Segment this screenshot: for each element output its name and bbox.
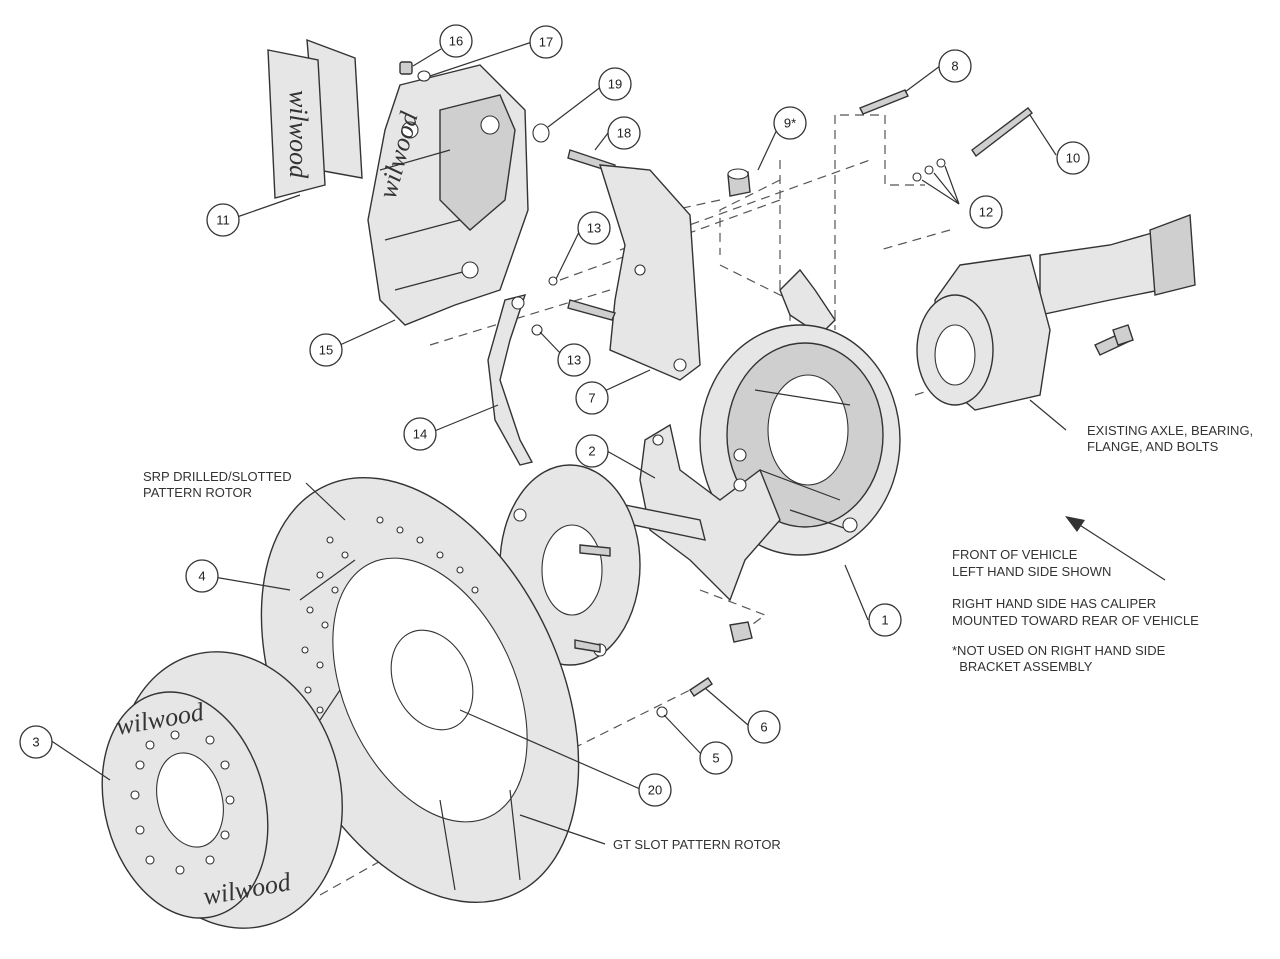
brake-pads: wilwood — [267, 38, 363, 199]
axle-label-2: FLANGE, AND BOLTS — [1087, 439, 1219, 454]
svg-text:19: 19 — [608, 77, 622, 92]
rotor-hat — [499, 464, 706, 666]
parking-brake-assembly — [699, 268, 901, 556]
spacer-bar — [487, 294, 534, 466]
callout-4: 4 — [185, 559, 219, 593]
callout-14: 14 — [403, 417, 437, 451]
leader-lines — [49, 41, 1067, 845]
axle-label-1: EXISTING AXLE, BEARING, — [1087, 423, 1253, 438]
callout-19: 19 — [598, 67, 632, 101]
rh-caliper-label-1: RIGHT HAND SIDE HAS CALIPER — [952, 596, 1156, 611]
callout-3: 3 — [19, 725, 53, 759]
callout-15: 15 — [309, 333, 343, 367]
front-arrow — [1065, 516, 1166, 581]
svg-text:15: 15 — [319, 343, 333, 358]
svg-text:1: 1 — [881, 613, 888, 628]
callout-6: 6 — [747, 710, 781, 744]
svg-text:20: 20 — [648, 783, 662, 798]
text-labels: SRP DRILLED/SLOTTED PATTERN ROTOR GT SLO… — [143, 423, 1253, 852]
callout-12: 12 — [969, 195, 1003, 229]
callout-16: 16 — [439, 24, 473, 58]
svg-text:11: 11 — [216, 213, 230, 228]
svg-text:8: 8 — [951, 59, 958, 74]
caliper: wilwood — [367, 64, 529, 326]
washer-13a — [548, 276, 558, 286]
front-label-1: FRONT OF VEHICLE — [952, 547, 1078, 562]
drum-holes — [130, 730, 235, 875]
svg-text:12: 12 — [979, 205, 993, 220]
callout-13b: 13 — [557, 343, 591, 377]
callouts: 1 2 3 4 5 6 7 8 9* 10 11 12 13 13 14 15 … — [19, 24, 1090, 807]
callout-5: 5 — [699, 741, 733, 775]
bolts-and-spacers — [727, 89, 1033, 197]
rh-caliper-label-2: MOUNTED TOWARD REAR OF VEHICLE — [952, 613, 1199, 628]
callout-1: 1 — [868, 603, 902, 637]
callout-11: 11 — [206, 203, 240, 237]
callout-17: 17 — [529, 25, 563, 59]
svg-text:14: 14 — [413, 427, 427, 442]
svg-text:16: 16 — [449, 34, 463, 49]
callout-18: 18 — [607, 116, 641, 150]
svg-text:2: 2 — [588, 444, 595, 459]
svg-text:17: 17 — [539, 35, 553, 50]
not-used-label-1: *NOT USED ON RIGHT HAND SIDE — [952, 643, 1166, 658]
svg-text:3: 3 — [32, 735, 39, 750]
srp-rotor-label-2: PATTERN ROTOR — [143, 485, 252, 500]
srp-rotor-label-1: SRP DRILLED/SLOTTED — [143, 469, 292, 484]
svg-text:13: 13 — [587, 221, 601, 236]
svg-text:13: 13 — [567, 353, 581, 368]
callout-2: 2 — [575, 434, 609, 468]
svg-text:7: 7 — [588, 391, 595, 406]
washer-13b — [531, 324, 543, 336]
callout-8: 8 — [938, 49, 972, 83]
svg-text:4: 4 — [198, 569, 205, 584]
callout-20: 20 — [638, 773, 672, 807]
svg-text:6: 6 — [760, 720, 767, 735]
callout-7: 7 — [575, 381, 609, 415]
callout-13a: 13 — [577, 211, 611, 245]
front-label-2: LEFT HAND SIDE SHOWN — [952, 564, 1111, 579]
svg-text:10: 10 — [1066, 151, 1080, 166]
callout-10: 10 — [1056, 141, 1090, 175]
not-used-label-2: BRACKET ASSEMBLY — [952, 659, 1093, 674]
svg-text:9*: 9* — [784, 116, 796, 131]
callout-9: 9* — [773, 106, 807, 140]
gt-rotor-label: GT SLOT PATTERN ROTOR — [613, 837, 781, 852]
small-hardware — [656, 621, 753, 718]
svg-text:18: 18 — [617, 126, 631, 141]
pad-logo: wilwood — [284, 90, 313, 179]
svg-text:5: 5 — [712, 751, 719, 766]
axle-assembly — [916, 214, 1196, 411]
caliper-bracket — [567, 164, 701, 381]
bleeder-fittings — [399, 61, 431, 82]
